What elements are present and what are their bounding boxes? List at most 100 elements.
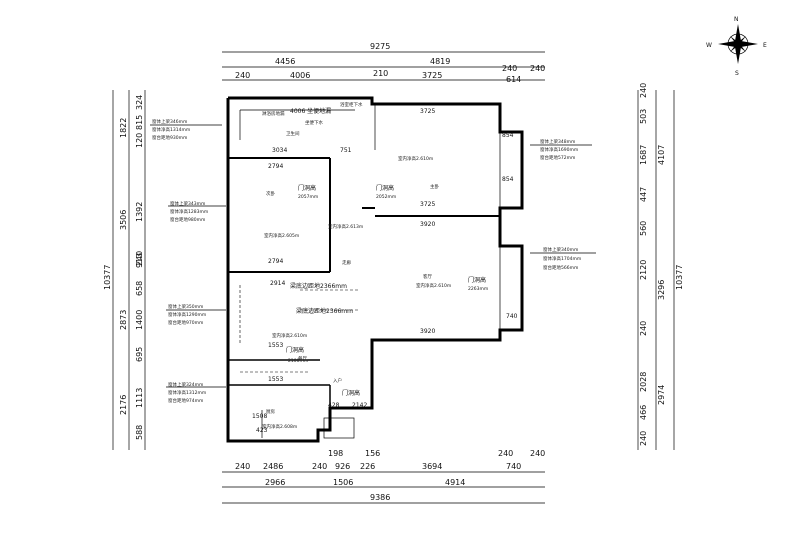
interior-dimensions: 4006 坐便地漏 3725 3034 751 2794 2794 3920 3… (252, 107, 518, 434)
label-net4: 室内净高2.610m (416, 282, 451, 289)
label-kitchen: 厨房 (266, 408, 275, 415)
dim-top-right: 4819 (430, 57, 450, 66)
dim-left-mid-3: 2176 (119, 395, 128, 415)
w6-0: 窗体上梁340mm (543, 246, 578, 253)
dim-bot-r2-5: 3694 (422, 462, 442, 471)
dim-in-34: 2142 (352, 402, 367, 409)
w3-2: 窗台距地970mm (168, 319, 203, 326)
label-door5: 门洞高 (342, 389, 360, 397)
label-door4: 门洞高 (286, 346, 304, 354)
dim-right-in-3: 447 (639, 187, 648, 202)
dim-left-in-5: 240 (135, 251, 144, 266)
dim-left-in-12: 1113 (135, 388, 144, 408)
dim-top-r3-1: 4006 (290, 71, 310, 80)
dim-right-mid-0: 4107 (657, 145, 666, 165)
label-entry: 入户 (333, 377, 342, 384)
dim-right-in-4: 560 (639, 221, 648, 236)
dim-top-r3-6: 240 (530, 64, 545, 73)
label-dining: 餐厅 (298, 355, 307, 362)
dim-top-r3-4: 240 (502, 64, 517, 73)
compass-e: E (763, 42, 767, 49)
dim-bot-r2-2: 240 (312, 462, 327, 471)
w1-2: 窗台距地930mm (152, 134, 187, 141)
dim-bot-r2-3: 926 (335, 462, 350, 471)
w2-2: 窗台距地980mm (170, 216, 205, 223)
dim-right-in-2: 1687 (639, 145, 648, 165)
dim-top-left: 4456 (275, 57, 295, 66)
w4-0: 窗体上梁324mm (168, 381, 203, 388)
label-door2: 门洞高 (376, 184, 394, 192)
label-corridor: 走廊 (342, 259, 351, 266)
label-door2-v: 2052mm (376, 194, 396, 200)
label-bath-note3: 浴室柜下水 (340, 101, 363, 108)
bottom-dimensions: 198 156 240 2486 240 926 226 3694 240 74… (222, 449, 545, 504)
dim-in-5: 2794 (268, 258, 283, 265)
label-door1-v: 2057mm (298, 194, 318, 200)
w3-0: 窗体上梁350mm (168, 303, 203, 310)
dim-in-40: 428 (328, 402, 340, 409)
label-beam2: 梁底边距地2366mm (296, 307, 353, 315)
dim-bot-r1-0: 198 (328, 449, 343, 458)
compass-s: S (735, 70, 739, 77)
dim-right-in-0: 240 (639, 83, 648, 98)
dim-left-in-10: 695 (135, 347, 144, 362)
w5-2: 窗台距地572mm (540, 154, 575, 161)
dim-right-mid-2: 2974 (657, 385, 666, 405)
label-bath-note2: 坐便下水 (305, 119, 323, 126)
dim-bot-r2-7: 740 (506, 462, 521, 471)
label-living: 客厅 (423, 273, 432, 280)
w1-1: 窗体净高1314mm (152, 126, 190, 133)
dim-right-in-1: 503 (639, 109, 648, 124)
dim-left-mid-2: 2873 (119, 310, 128, 330)
dim-top-total: 9275 (370, 42, 390, 51)
label-bed1: 主卧 (430, 183, 439, 190)
dim-in-3: 751 (340, 147, 352, 154)
dim-left-outer: 10377 (103, 265, 112, 290)
dim-bot-r3-2: 4914 (445, 478, 465, 487)
dim-in-36: 1508 (252, 413, 267, 420)
dim-bot-r3-0: 2966 (265, 478, 285, 487)
dim-in-4: 2794 (268, 163, 283, 170)
dim-left-in-2: 815 (135, 115, 144, 130)
dim-bot-total: 9386 (370, 493, 390, 502)
dim-bot-r3-1: 1506 (333, 478, 353, 487)
dim-bot-r2-0: 240 (235, 462, 250, 471)
dim-top-r3-5: 614 (506, 75, 521, 84)
top-dimensions: 9275 4456 4819 240 4006 210 3725 240 614… (222, 42, 545, 84)
compass-icon: N S W E (706, 16, 767, 77)
w2-1: 窗体净高1283mm (170, 208, 208, 215)
dim-right-outer: 10377 (675, 265, 684, 290)
dim-right-in-8: 466 (639, 405, 648, 420)
dim-in-0: 4006 坐便地漏 (290, 107, 331, 115)
dim-bot-r1-1: 156 (365, 449, 380, 458)
w4-2: 窗台距地974mm (168, 397, 203, 404)
w6-2: 窗台距地566mm (543, 264, 578, 271)
room-labels: 淋浴房地漏 坐便下水 浴室柜下水 卫生间 次卧 主卧 客厅 餐厅 厨房 走廊 入… (262, 101, 488, 430)
label-door1: 门洞高 (298, 184, 316, 192)
dim-in-6: 3920 (420, 221, 435, 228)
label-net3: 室内净高2.613m (328, 223, 363, 230)
compass-n: N (734, 16, 739, 23)
w5-1: 窗体净高1690mm (540, 146, 578, 153)
dim-right-in-9: 240 (639, 431, 648, 446)
dim-in-39: 423 (256, 427, 268, 434)
dim-right-in-5: 2120 (639, 260, 648, 280)
w5-0: 窗体上梁348mm (540, 138, 575, 145)
dim-top-r3-0: 240 (235, 71, 250, 80)
dim-in-9: 1553 (268, 342, 283, 349)
dim-in-14: 854 (502, 132, 514, 139)
dim-top-r3-2: 210 (373, 69, 388, 78)
dim-left-in-14: 588 (135, 425, 144, 440)
walls (226, 96, 524, 443)
dim-left-mid-0: 1822 (119, 118, 128, 138)
dim-right-mid-1: 3296 (657, 280, 666, 300)
dim-top-r3-3: 3725 (422, 71, 442, 80)
dim-in-13: 3725 (420, 201, 435, 208)
label-door4-v: 2100mm (288, 358, 308, 364)
w6-1: 窗体净高1704mm (543, 255, 581, 262)
dim-left-in-0: 324 (135, 95, 144, 110)
dim-bot-r2-6: 240 (498, 449, 513, 458)
dim-in-2: 3034 (272, 147, 287, 154)
left-dimensions: 10377 1822 3506 2873 2176 324 120 1392 9… (103, 90, 146, 450)
compass-w: W (706, 42, 712, 49)
